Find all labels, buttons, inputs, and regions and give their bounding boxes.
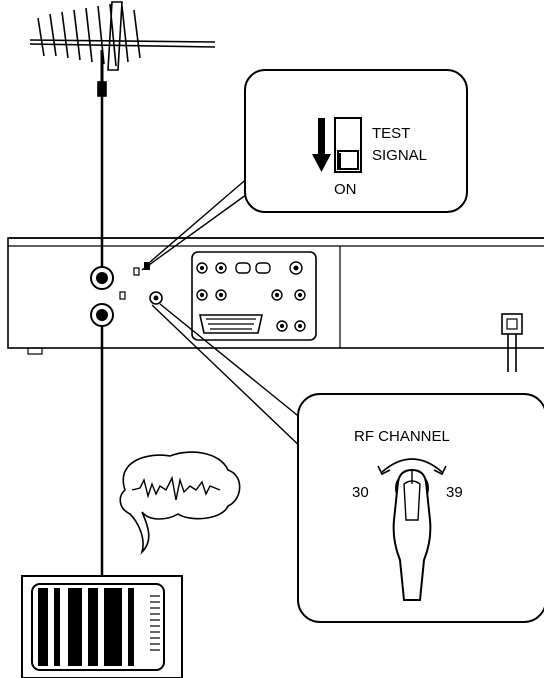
vcr-rear-panel — [7, 237, 544, 372]
rf-in-socket — [90, 266, 114, 290]
screwdriver-icon — [392, 468, 432, 601]
rotate-arrows-icon — [377, 458, 447, 476]
arrow-down-icon — [312, 118, 331, 172]
tv-icon — [21, 575, 183, 678]
rf-min-label: 30 — [352, 484, 369, 501]
rf-channel-title: RF CHANNEL — [354, 428, 450, 445]
waveform-icon — [131, 475, 221, 501]
panel-marks — [119, 267, 140, 300]
antenna-icon — [29, 1, 216, 97]
signal-speech-bubble — [119, 451, 241, 555]
rf-channel-adjuster[interactable] — [149, 291, 163, 305]
rf-out-socket — [90, 303, 114, 327]
rf-channel-callout: RF CHANNEL 30 39 — [151, 303, 544, 623]
test-signal-callout: TEST SIGNAL ON — [141, 69, 468, 271]
test-label: TEST — [372, 125, 410, 142]
signal-label: SIGNAL — [372, 147, 427, 164]
rf-max-label: 39 — [446, 484, 463, 501]
switch-slider-icon — [337, 150, 359, 170]
on-label: ON — [334, 181, 357, 198]
